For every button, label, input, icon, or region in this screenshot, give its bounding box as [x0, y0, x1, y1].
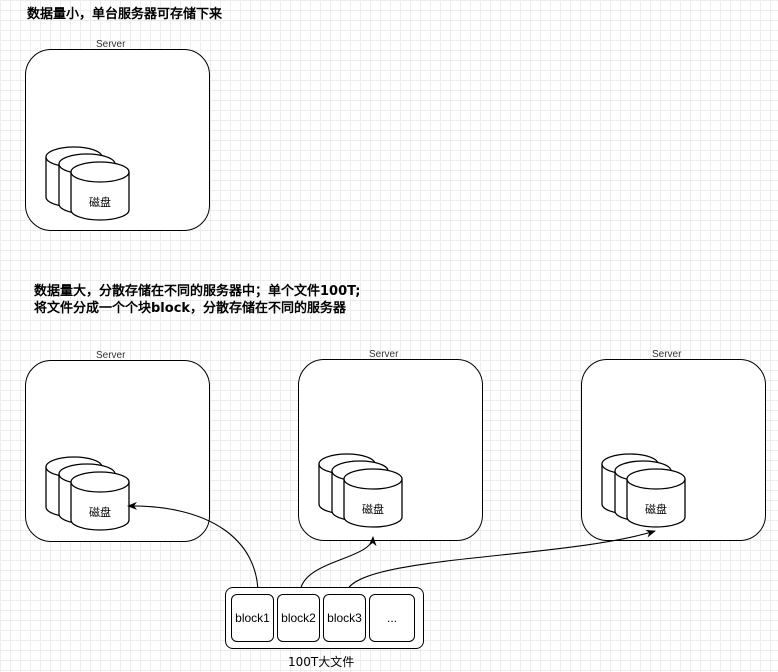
heading-large-data-line2: 将文件分成一个个块block，分散存储在不同的服务器 [34, 301, 347, 316]
disk-label-3: 磁盘 [645, 502, 667, 516]
disk-stack-3: 磁盘 [601, 453, 686, 528]
server-label-single: Server [96, 39, 126, 50]
block-2[interactable]: block2 [277, 594, 320, 642]
server-label-1: Server [96, 350, 126, 361]
file-caption: 100T大文件 [288, 655, 355, 669]
block-ellipsis[interactable]: ... [369, 594, 415, 642]
heading-large-data-line1: 数据量大，分散存储在不同的服务器中；单个文件100T; [34, 284, 361, 299]
arrow-block3-to-server3 [345, 529, 656, 595]
disk-stack-1: 磁盘 [45, 456, 130, 531]
arrow-block1-to-server1 [127, 501, 259, 595]
server-label-3: Server [652, 349, 682, 360]
arrow-block2-to-server2 [299, 536, 377, 595]
server-label-2: Server [369, 349, 399, 360]
disk-label-single: 磁盘 [89, 195, 111, 209]
disk-label-2: 磁盘 [362, 502, 384, 516]
heading-small-data: 数据量小，单台服务器可存储下来 [27, 7, 223, 22]
disk-stack-single: 磁盘 [45, 146, 130, 221]
block-1[interactable]: block1 [231, 594, 274, 642]
disk-label-1: 磁盘 [89, 505, 111, 519]
block-3[interactable]: block3 [323, 594, 366, 642]
disk-stack-2: 磁盘 [318, 453, 403, 528]
